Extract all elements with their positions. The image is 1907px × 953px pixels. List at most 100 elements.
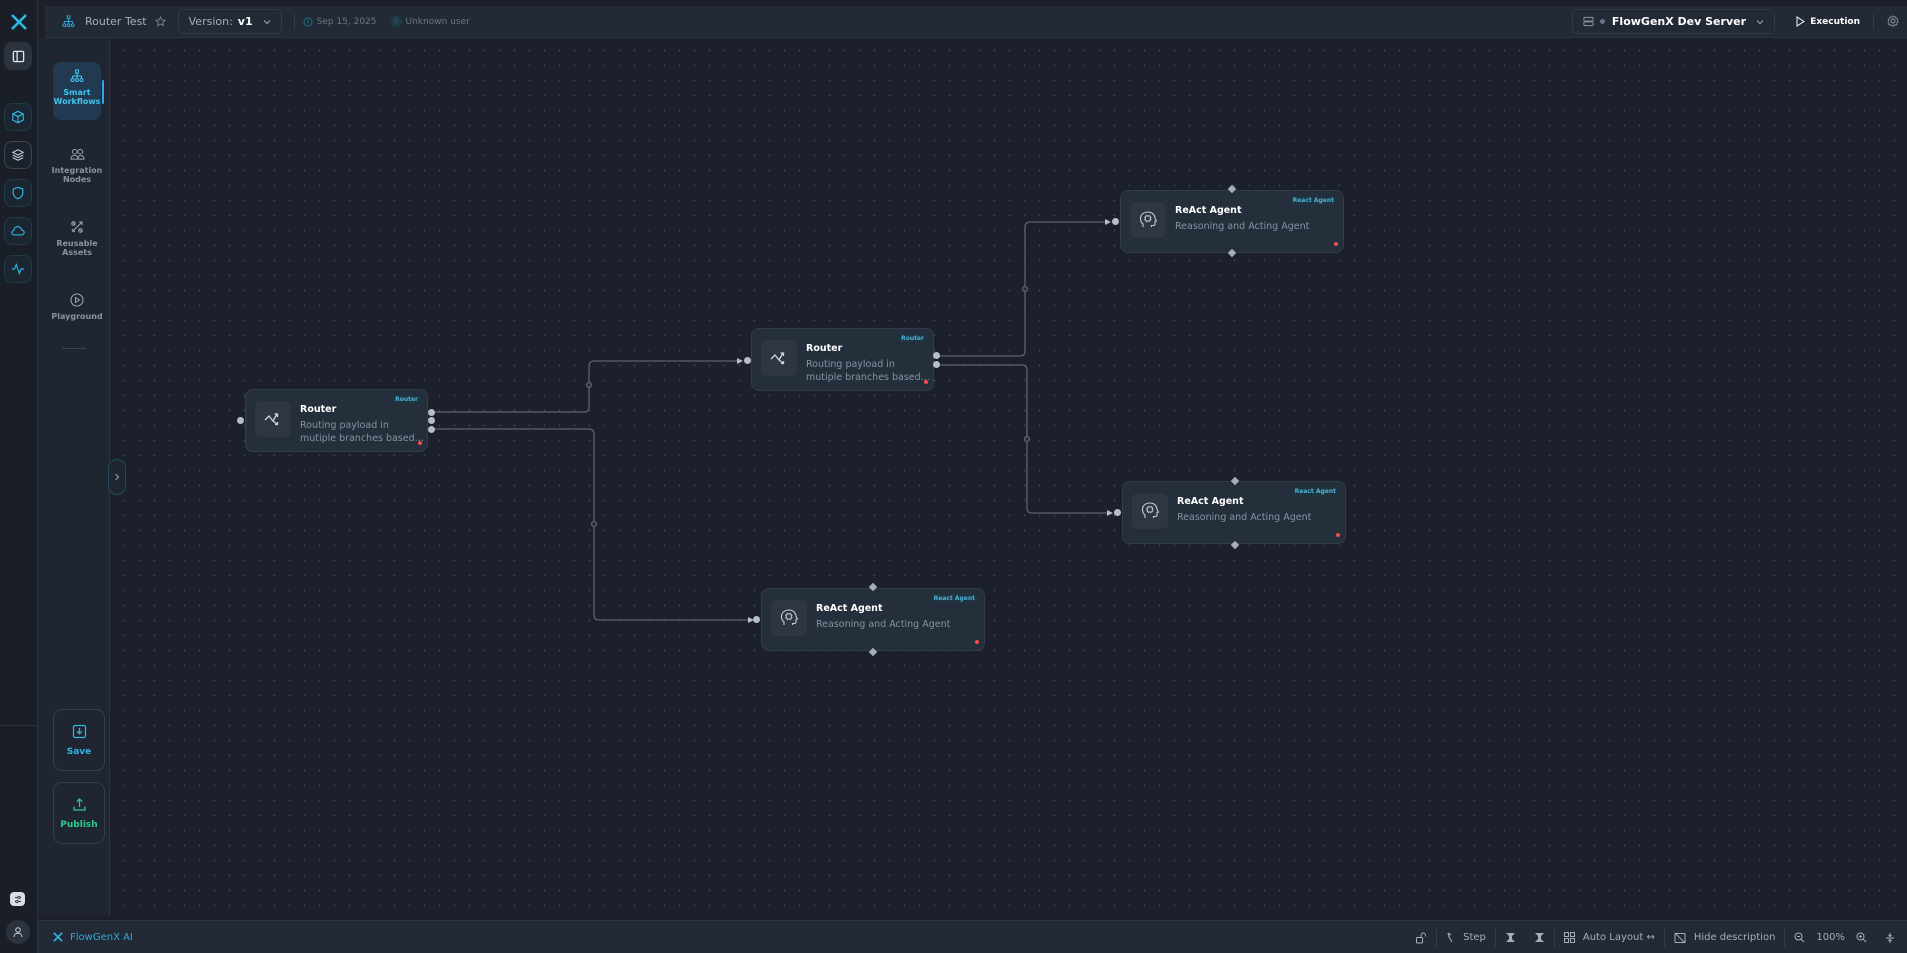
rail-cube-button[interactable] [4,103,32,131]
step-label: Step [1463,932,1486,943]
rail-layers-button[interactable] [4,141,32,169]
output-handle[interactable] [933,361,940,368]
react-agent-node[interactable]: React Agent ReAct Agent Reasoning and Ac… [761,588,985,651]
auto-layout-button[interactable]: Auto Layout ↔ [1555,932,1664,943]
react-agent-node[interactable]: React Agent ReAct Agent Reasoning and Ac… [1122,481,1346,544]
cloud-icon [11,226,25,236]
input-handle[interactable] [1114,509,1121,516]
rail-divider [0,725,38,726]
sidebar-item-label: Playground [51,312,103,321]
rail-cloud-button[interactable] [4,217,32,245]
toolbar-divider [1784,928,1786,947]
cube-icon [12,110,24,124]
activity-icon [11,263,25,275]
error-indicator [1334,242,1338,246]
zoom-in-icon [1856,932,1867,943]
panel-toggle-button[interactable] [4,42,32,70]
sidebar-item-label: Integration [51,166,103,175]
input-handle[interactable] [744,357,751,364]
expand-nodes-button[interactable] [1525,932,1554,943]
output-handle[interactable] [428,426,435,433]
play-icon [1796,16,1806,27]
sidebar-item-label: Smart [63,88,91,97]
bottom-toolbar: FlowGenX AI Step Auto Layout ↔ [38,920,1907,953]
grid-icon [1563,932,1575,943]
save-button[interactable]: Save [53,709,105,771]
play-circle-icon [70,293,84,307]
output-handle[interactable] [428,409,435,416]
collapse-panel-handle[interactable] [108,459,126,495]
node-title: ReAct Agent [816,603,883,614]
server-status-dot [1599,19,1605,24]
version-dropdown[interactable]: Version: v1 [177,9,282,34]
react-agent-node[interactable]: React Agent ReAct Agent Reasoning and Ac… [1120,190,1344,253]
execution-label: Execution [1810,16,1860,27]
sidebar-item-label: Nodes [62,175,92,184]
input-handle[interactable] [237,417,244,424]
sidebar-item-label: Workflows [53,97,101,106]
node-description: mutiple branches based... [300,433,424,444]
collapse-nodes-button[interactable] [1496,932,1525,943]
active-indicator [102,80,104,104]
publish-button[interactable]: Publish [53,782,105,844]
save-label: Save [66,746,92,757]
save-icon [72,724,86,738]
node-type-tag: Router [898,334,927,343]
header-divider [293,13,295,30]
execution-button[interactable]: Execution [1795,9,1860,34]
flowgenx-logo-icon[interactable] [9,12,29,32]
node-type-tag: React Agent [930,594,978,603]
gear-icon[interactable] [1887,15,1899,27]
chevron-down-icon [263,19,270,24]
sidebar-item-label: Assets [62,248,92,257]
ai-head-icon [1139,211,1158,227]
input-handle[interactable] [1112,218,1119,225]
error-indicator [924,380,928,384]
sidebar-item-playground[interactable]: Playground [51,286,103,344]
error-indicator [1336,533,1340,537]
rail-activity-button[interactable] [4,255,32,283]
rail-shield-button[interactable] [4,179,32,207]
user-avatar[interactable] [6,920,30,944]
workflow-title[interactable]: Router Test [85,15,147,28]
lock-toggle-button[interactable] [1406,931,1436,944]
input-handle[interactable] [753,616,760,623]
output-handle[interactable] [428,417,435,424]
node-icon-box [1132,493,1168,529]
collapse-icon [1505,933,1515,942]
ai-head-icon [780,609,799,625]
step-button[interactable]: Step [1437,932,1495,943]
workflow-canvas[interactable] [111,38,1907,916]
version-label: Version: [188,15,233,28]
server-selector[interactable]: FlowGenX Dev Server [1571,9,1775,34]
expand-icon [1534,933,1544,942]
chevron-down-icon [1756,19,1764,24]
node-description: Routing payload in [300,420,389,431]
output-handle[interactable] [933,352,940,359]
preferences-button[interactable] [10,892,25,906]
tools-icon [71,221,83,233]
unknown-user-icon: ? [390,16,402,27]
publish-label: Publish [60,819,98,830]
zoom-out-button[interactable] [1785,932,1810,943]
fit-view-button[interactable] [1876,932,1907,944]
hide-description-button[interactable]: Hide description [1665,932,1785,944]
upload-icon [72,797,86,811]
zoom-in-button[interactable] [1851,932,1876,943]
sidebar-divider [62,348,86,349]
workflow-user: Unknown user [405,16,470,27]
brand: FlowGenX AI [52,931,133,943]
server-icon [1583,16,1594,27]
server-name: FlowGenX Dev Server [1611,15,1746,28]
favorite-star-icon[interactable] [154,16,166,27]
node-description: Reasoning and Acting Agent [816,619,951,630]
node-icon-box [1130,202,1166,238]
workflow-icon [62,15,75,28]
